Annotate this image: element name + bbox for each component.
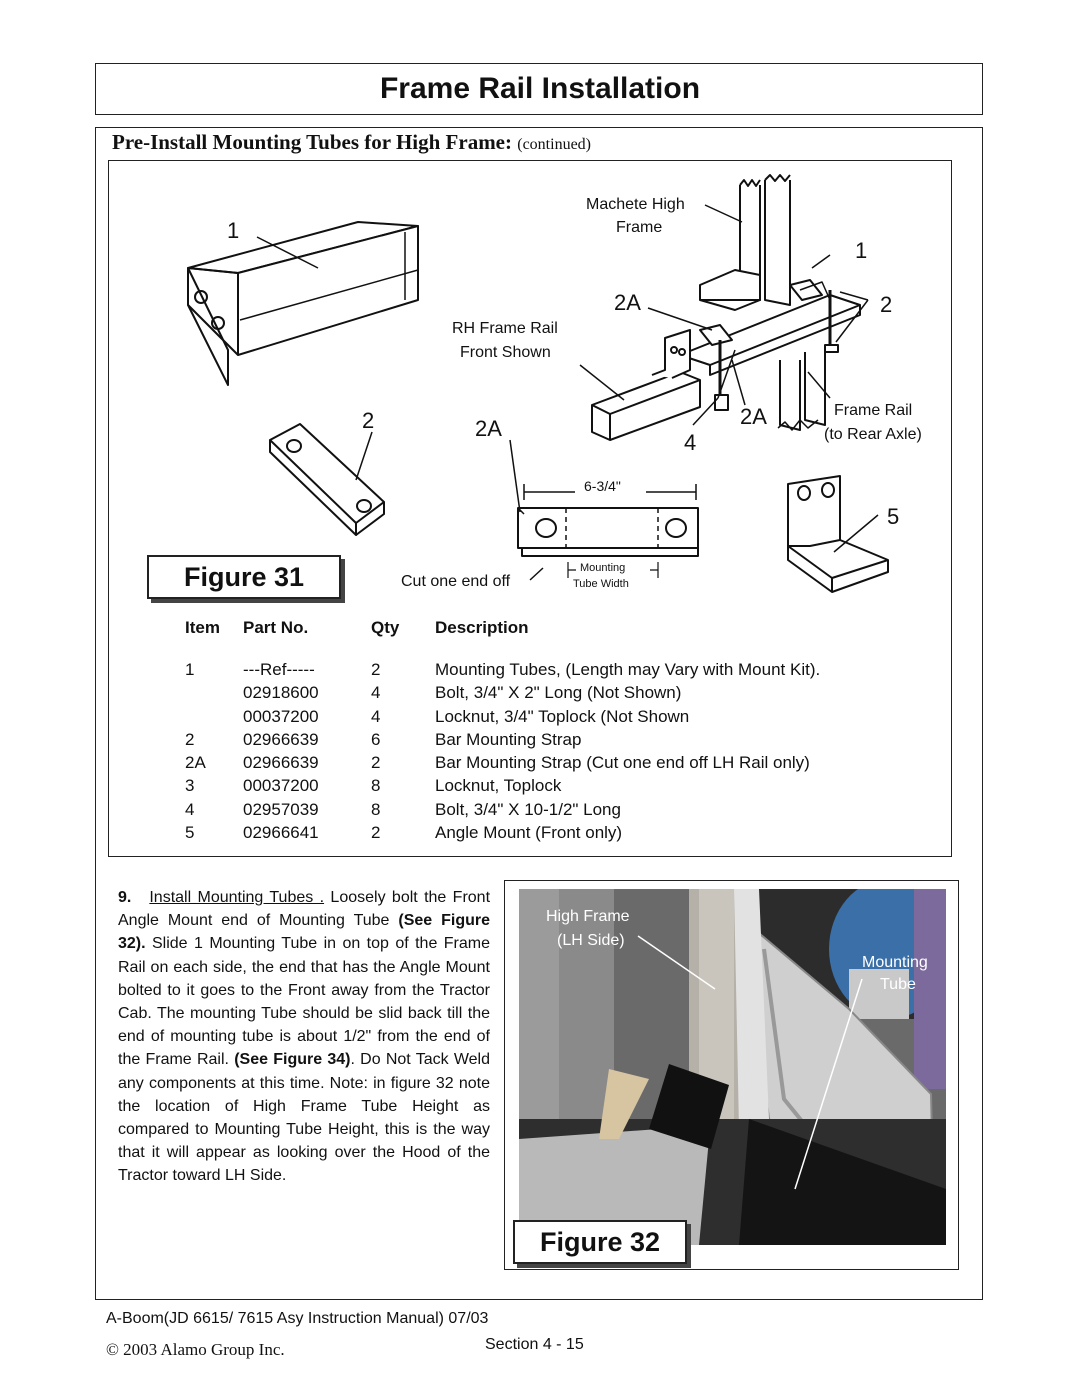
- cell-description: Locknut, Toplock: [435, 776, 562, 796]
- figure-32-frame: [504, 880, 959, 1270]
- cell-item: 4: [185, 799, 195, 819]
- label-rh-frame-rail-1: RH Frame Rail: [452, 320, 558, 337]
- cut-strap-drawing: [517, 507, 699, 557]
- label-mounting-width-2: Tube Width: [573, 578, 629, 590]
- table-row: 3 00037200 8 Locknut, Toplock: [175, 776, 820, 799]
- cell-qty: 8: [371, 799, 381, 819]
- cell-part-no: 02918600: [243, 683, 319, 703]
- cell-description: Mounting Tubes, (Length may Vary with Mo…: [435, 660, 821, 679]
- photo-label-high-frame-1: High Frame: [546, 908, 630, 925]
- cell-item: 1: [185, 660, 195, 679]
- footer-manual-title: A-Boom(JD 6615/ 7615 Asy Instruction Man…: [106, 1310, 489, 1327]
- table-row: 5 02966641 2 Angle Mount (Front only): [175, 823, 820, 846]
- cell-part-no: 00037200: [243, 706, 319, 726]
- cell-qty: 6: [371, 729, 381, 749]
- header-item: Item: [185, 618, 220, 637]
- cell-part-no: 02966641: [243, 823, 319, 843]
- title-box: Frame Rail Installation: [95, 63, 983, 115]
- step-text-2: Slide 1 Mounting Tube in on top of the F…: [118, 935, 490, 1069]
- cell-item: [175, 707, 243, 730]
- cell-item: [175, 683, 243, 706]
- figure-31-drawing: [187, 174, 889, 593]
- angle-mount-drawing: [787, 475, 889, 593]
- cell-qty: 2: [371, 753, 381, 773]
- parts-table: Item Part No. Qty Description 1 ---Ref---…: [175, 618, 820, 846]
- photo-label-mounting-tube-2: Tube: [880, 976, 916, 993]
- cell-part-no: 02966639: [243, 753, 319, 773]
- cell-part-no: ---Ref-----: [243, 660, 315, 679]
- section-heading-main: Pre-Install Mounting Tubes for High Fram…: [112, 130, 512, 154]
- callout-4: 4: [684, 430, 697, 455]
- cell-qty: 2: [371, 823, 381, 843]
- label-frame-rail-rear-2: (to Rear Axle): [824, 426, 922, 443]
- see-figure-32-ref: (See Figure 32).: [118, 912, 490, 953]
- cell-description: Bolt, 3/4" X 10-1/2" Long: [435, 799, 621, 819]
- photo-label-mounting-tube-1: Mounting: [862, 954, 928, 971]
- table-row: 4 02957039 8 Bolt, 3/4" X 10-1/2" Long: [175, 800, 820, 823]
- table-row: 1 ---Ref----- 2 Mounting Tubes, (Length may…: [175, 660, 820, 683]
- cell-part-no: 02957039: [243, 799, 319, 819]
- step-9-instructions: 9. Install Mounting Tubes . Loosely bolt …: [118, 886, 490, 1188]
- callout-1-tube: 1: [227, 218, 240, 243]
- cell-description: Bolt, 3/4" X 2" Long (Not Shown): [435, 683, 682, 703]
- callout-2-strap: 2: [362, 408, 375, 433]
- label-frame-rail-rear-1: Frame Rail: [834, 402, 913, 419]
- table-row: 02918600 4 Bolt, 3/4" X 2" Long (Not Shown…: [175, 683, 820, 706]
- header-description: Description: [435, 618, 529, 637]
- callout-2a-strap: 2A: [475, 416, 502, 441]
- frame-rail-assembly-drawing: [591, 174, 861, 441]
- parts-table-header: Item Part No. Qty Description: [175, 618, 820, 660]
- label-rh-frame-rail-2: Front Shown: [460, 344, 551, 361]
- cell-qty: 8: [371, 776, 381, 796]
- step-text-1: Loosely bolt the Front Angle Mount end o…: [118, 889, 491, 930]
- figure-32-label: Figure 32: [513, 1220, 687, 1264]
- section-heading: Pre-Install Mounting Tubes for High Fram…: [112, 130, 591, 155]
- cell-qty: 4: [371, 683, 381, 703]
- table-row: 00037200 4 Locknut, 3/4" Toplock (Not Show…: [175, 707, 820, 730]
- bar-strap-drawing: [269, 423, 385, 536]
- table-row: 2 02966639 6 Bar Mounting Strap: [175, 730, 820, 753]
- cell-item: 3: [185, 776, 195, 796]
- cell-item: 2: [185, 729, 195, 749]
- callout-2a-right: 2A: [740, 404, 767, 429]
- label-dimension: 6-3/4": [584, 478, 621, 494]
- label-mounting-width-1: Mounting: [580, 562, 626, 574]
- label-machete-frame-2: Frame: [616, 219, 663, 236]
- cell-description: Angle Mount (Front only): [435, 823, 623, 843]
- section-heading-continued: (continued): [517, 136, 591, 153]
- label-cut-one-end: Cut one end off: [401, 573, 511, 590]
- callout-5: 5: [887, 504, 900, 529]
- mounting-tube-drawing: [187, 221, 419, 386]
- cell-item: 5: [185, 823, 195, 843]
- cell-item: 2A: [185, 753, 206, 773]
- cell-description: Bar Mounting Strap: [435, 729, 582, 749]
- table-row: 2A 02966639 2 Bar Mounting Strap (Cut one e…: [175, 753, 820, 776]
- cell-qty: 2: [371, 660, 381, 679]
- figure-32-photo: [519, 889, 946, 1245]
- step-lead: Install Mounting Tubes .: [149, 889, 325, 906]
- callout-2a-top: 2A: [614, 290, 641, 315]
- section-box: [95, 127, 983, 1300]
- step-text-3: . Do Not Tack Weld any components at thi…: [118, 1051, 491, 1185]
- figure-31-label: Figure 31: [147, 555, 341, 599]
- cell-description: Bar Mounting Strap (Cut one end off LH R…: [435, 753, 810, 773]
- photo-label-high-frame-2: (LH Side): [557, 932, 625, 949]
- step-number: 9.: [118, 889, 132, 906]
- cell-part-no: 02966639: [243, 729, 319, 749]
- cell-qty: 4: [371, 706, 381, 726]
- footer-section-number: Section 4 - 15: [485, 1336, 584, 1353]
- header-qty: Qty: [371, 618, 400, 637]
- footer-copyright: © 2003 Alamo Group Inc.: [106, 1340, 285, 1359]
- cell-part-no: 00037200: [243, 776, 319, 796]
- see-figure-34-ref: (See Figure 34): [234, 1051, 351, 1069]
- cell-description: Locknut, 3/4" Toplock (Not Shown: [435, 706, 690, 726]
- figure-31-box: [108, 160, 952, 857]
- header-part-no: Part No.: [243, 618, 309, 637]
- page-title: Frame Rail Installation: [379, 72, 701, 105]
- label-machete-frame-1: Machete High: [586, 196, 685, 213]
- callout-1-right: 1: [855, 238, 868, 263]
- callout-2-right: 2: [880, 292, 893, 317]
